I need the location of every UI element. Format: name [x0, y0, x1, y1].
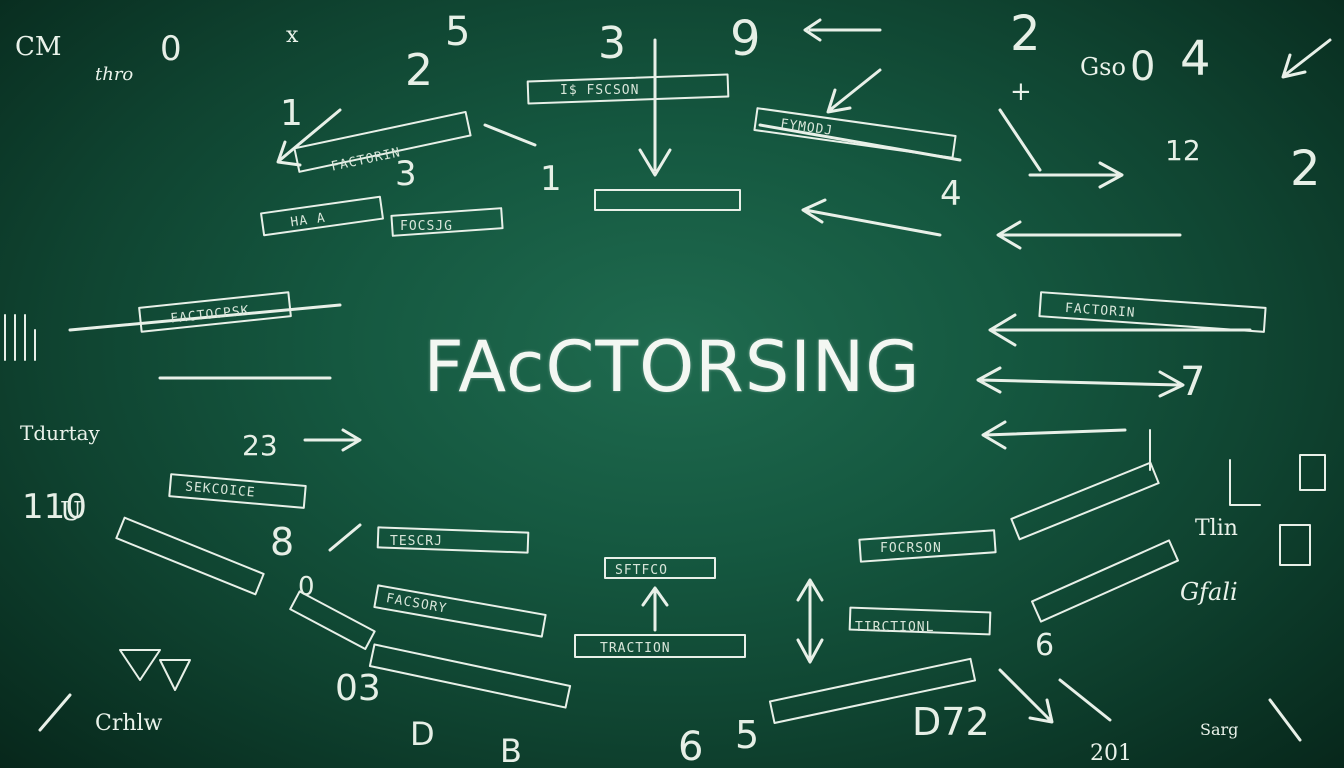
- number-glyph: 7: [1180, 359, 1205, 405]
- number-glyph: 03: [335, 668, 381, 709]
- number-glyph: 2: [1010, 6, 1041, 62]
- banner-label: FOCSJG: [400, 219, 453, 234]
- numbers: 0 3 2 5 9 2 0 4 1 3 1 4 8 0 5 7 2 23 110…: [22, 6, 1321, 768]
- tally-marks: [4, 314, 1326, 691]
- number-glyph: D: [410, 715, 435, 753]
- banner-label: FACSORY: [385, 591, 448, 617]
- scrawl: Gfali: [1180, 578, 1238, 606]
- number-glyph: B: [500, 732, 522, 768]
- scrawl: 201: [1090, 741, 1132, 766]
- banner-label: SFTFCO: [615, 563, 668, 578]
- number-glyph: 1: [280, 93, 303, 134]
- scrawl: Crhlw: [95, 711, 163, 736]
- page-title: FAcCTORSING: [423, 326, 921, 408]
- number-glyph: 8: [270, 520, 294, 564]
- banner-label: FYMODJ: [779, 117, 834, 139]
- banner-label: SEKCOICE: [185, 479, 257, 500]
- scrawl: U: [60, 497, 82, 527]
- number-glyph: 4: [940, 174, 962, 214]
- banner-label: HA A: [290, 211, 327, 231]
- scrawl: +: [1010, 77, 1032, 107]
- banner-label: FACTORIN: [1065, 301, 1136, 321]
- number-glyph: 9: [730, 11, 761, 67]
- banner-label: TESCRJ: [390, 534, 443, 549]
- banner-label: I$ FSCSON: [560, 83, 639, 98]
- number-glyph: 4: [1180, 31, 1211, 87]
- scrawl: CM: [15, 32, 62, 62]
- scrawls: CM thro Tdurtay Crhlw Gso Tlin Gfali Sar…: [15, 23, 1238, 766]
- banner-label: FACTORIN: [330, 145, 402, 174]
- number-glyph: 5: [735, 713, 759, 757]
- banners: [115, 73, 1267, 724]
- scrawl: Sarg: [1200, 720, 1238, 739]
- number-glyph: 3: [395, 154, 417, 194]
- number-glyph: 1: [540, 159, 562, 199]
- number-glyph: 0: [160, 29, 182, 69]
- number-glyph: 6: [1035, 628, 1054, 663]
- number-glyph: 5: [445, 9, 470, 55]
- number-glyph: 2: [405, 45, 433, 96]
- arrows: [38, 18, 1332, 742]
- scrawl: thro: [95, 64, 133, 85]
- number-glyph: 0: [1130, 44, 1155, 90]
- number-glyph: 23: [242, 429, 278, 462]
- number-glyph: 0: [298, 572, 315, 602]
- scrawl: x: [286, 23, 299, 48]
- banner-label: TRACTION: [600, 641, 671, 656]
- banner-label: FACTOCPSK: [170, 303, 251, 326]
- number-glyph: 12: [1165, 134, 1201, 167]
- number-glyph: 2: [1290, 141, 1321, 197]
- number-glyph: 110: [22, 487, 87, 527]
- scrawl: Tdurtay: [20, 421, 101, 445]
- banner-label: TIRCTIONL: [855, 620, 934, 635]
- banner-label: FOCRSON: [880, 541, 942, 556]
- number-glyph: 6: [678, 724, 703, 768]
- number-glyph: 3: [598, 18, 626, 69]
- scrawl: Tlin: [1195, 516, 1238, 541]
- scrawl: Gso: [1080, 53, 1126, 81]
- number-glyph: D72: [912, 700, 990, 744]
